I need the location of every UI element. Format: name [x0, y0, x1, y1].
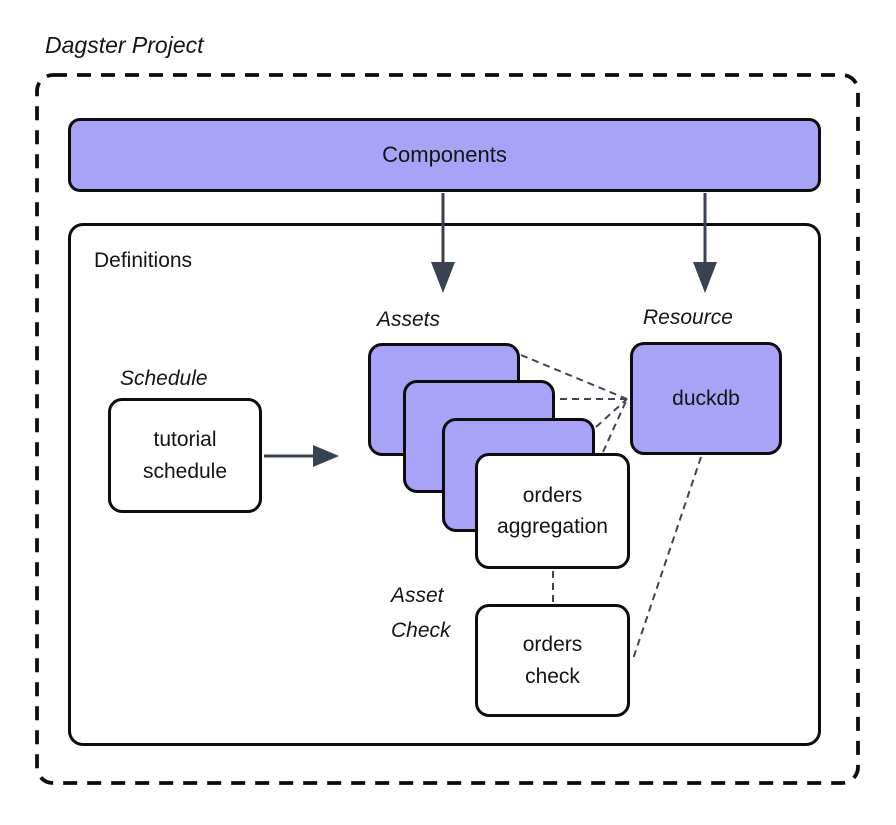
assets-group-label: Assets [377, 308, 441, 331]
orders-check-node: orders check [475, 604, 630, 717]
schedule-group-label: Schedule [120, 367, 208, 390]
duckdb-node-label: duckdb [672, 386, 740, 410]
orders-check-node-label: orders check [522, 633, 583, 688]
orders-aggregation-node: orders aggregation [475, 453, 630, 569]
resource-group-label: Resource [643, 306, 733, 329]
tutorial-schedule-node: tutorial schedule [108, 398, 262, 513]
tutorial-schedule-node-label: tutorial schedule [142, 428, 228, 483]
diagram-title: Dagster Project [45, 32, 204, 58]
components-bar-label: Components [382, 142, 507, 167]
orders-aggregation-node-label: orders aggregation [497, 483, 608, 539]
duckdb-resource-node: duckdb [630, 342, 782, 455]
components-bar: Components [68, 118, 821, 192]
definitions-label: Definitions [94, 249, 193, 272]
asset-check-group-label: Asset Check [391, 584, 451, 642]
